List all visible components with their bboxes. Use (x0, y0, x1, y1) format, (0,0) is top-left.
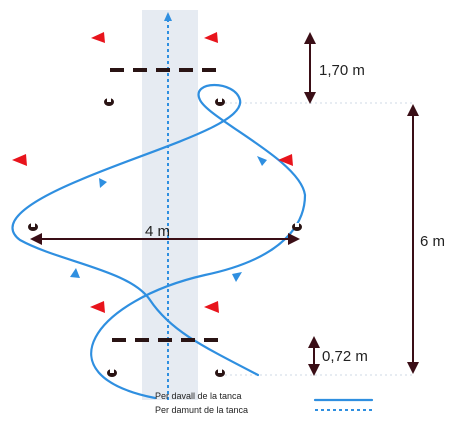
arrowhead-icon (99, 178, 107, 188)
label-height-bottom: 0,72 m (322, 348, 368, 365)
arrowhead-icon (232, 272, 242, 282)
path-solid (11, 83, 307, 400)
arrowhead-icon (257, 156, 267, 166)
cone-icon (28, 223, 38, 231)
flag-icon (204, 301, 219, 313)
cone-icon (215, 369, 225, 377)
cone-icon (107, 369, 117, 377)
label-width: 4 m (145, 223, 170, 240)
legend-label-solid: Per davall de la tanca (155, 391, 242, 401)
path-dashed-arrowhead (164, 12, 172, 21)
flag-icon (204, 32, 218, 43)
cone-icon (215, 98, 225, 106)
label-height-top: 1,70 m (319, 62, 365, 79)
corridor (142, 10, 198, 400)
legend-label-dashed: Per damunt de la tanca (155, 405, 248, 415)
arrowhead-icon (70, 268, 80, 278)
flag-icon (278, 154, 293, 166)
flag-icon (90, 301, 105, 313)
cone-icon (104, 98, 114, 106)
flag-icon (12, 154, 27, 166)
flag-icon (91, 32, 105, 43)
label-height-total: 6 m (420, 233, 445, 250)
cone-icon (292, 223, 302, 231)
